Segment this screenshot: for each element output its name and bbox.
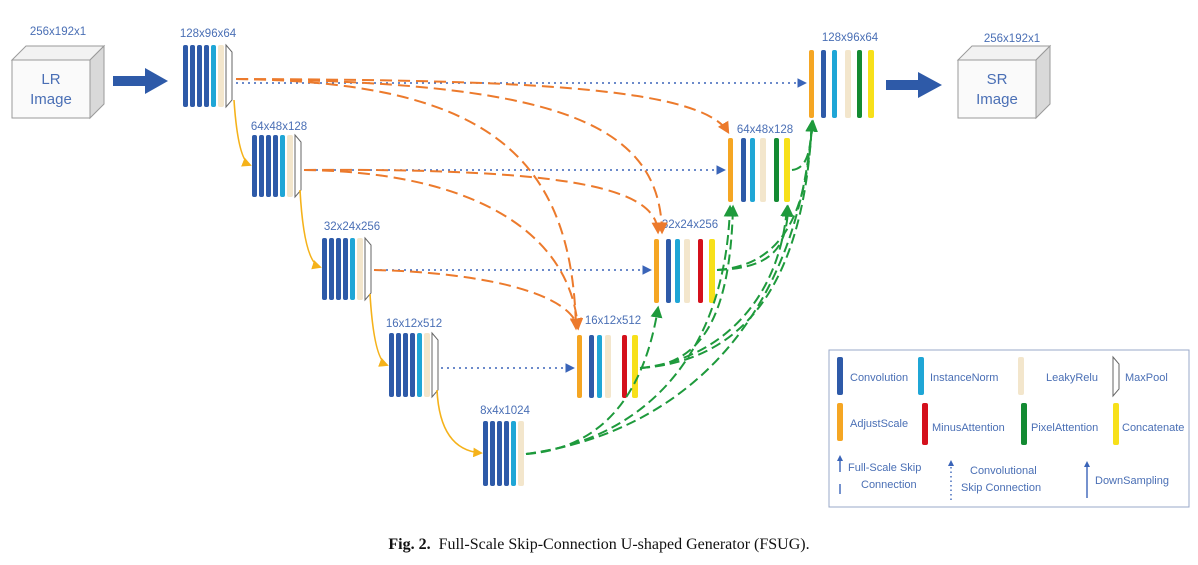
upsampling-connections: [525, 119, 818, 455]
fsug-diagram: LR Image 256x192x1 SR Image 256x192x1 12…: [10, 26, 1190, 508]
legend-minus-attention: MinusAttention: [922, 403, 1005, 445]
encoder-block-3: [322, 236, 372, 302]
sr-image-dims: 256x192x1: [984, 33, 1040, 45]
legend-concatenate: Concatenate: [1113, 403, 1184, 445]
legend-pixel-attention: PixelAttention: [1021, 403, 1098, 445]
legend-downsampling-label: DownSampling: [1095, 475, 1169, 487]
legend-adjust-scale: AdjustScale: [837, 403, 908, 441]
encoder-1-dims: 128x96x64: [180, 28, 237, 40]
legend-conv-skip-label-2: Skip Connection: [961, 482, 1041, 494]
legend-minus-attention-label: MinusAttention: [932, 422, 1005, 434]
legend-full-scale-skip-label-2: Connection: [861, 479, 917, 491]
decoder-3-dims: 32x24x256: [662, 219, 718, 231]
legend-instance-norm-label: InstanceNorm: [930, 372, 998, 384]
legend-downsampling: DownSampling: [1084, 461, 1169, 498]
legend-maxpool-label: MaxPool: [1125, 372, 1168, 384]
legend-convolution: Convolution: [837, 357, 908, 395]
full-scale-skip-connections: [235, 78, 730, 331]
lr-image-box: LR Image: [10, 44, 106, 120]
convolutional-skip-connections: [236, 78, 807, 373]
legend-full-scale-skip-label-1: Full-Scale Skip: [848, 462, 921, 474]
legend-conv-skip-label-1: Convolutional: [970, 465, 1037, 477]
encoder-block-5: [483, 421, 524, 486]
sr-image-label-line1: SR: [987, 71, 1008, 88]
encoder-2-dims: 64x48x128: [251, 121, 307, 133]
legend-leaky-relu-label: LeakyRelu: [1046, 372, 1098, 384]
legend-leaky-relu: LeakyRelu: [1018, 357, 1098, 395]
decoder-block-4: [577, 335, 638, 398]
legend-maxpool: MaxPool: [1112, 355, 1168, 398]
figure-caption: Fig. 2. Full-Scale Skip-Connection U-shap…: [0, 536, 1198, 554]
legend-pixel-attention-label: PixelAttention: [1031, 422, 1098, 434]
encoder-5-dims: 8x4x1024: [480, 405, 530, 417]
decoder-1-dims: 128x96x64: [822, 32, 879, 44]
figure-caption-text: Full-Scale Skip-Connection U-shaped Gene…: [438, 536, 810, 553]
encoder-3-dims: 32x24x256: [324, 221, 380, 233]
sr-image-label-line2: Image: [976, 91, 1018, 108]
sr-image-box: SR Image: [956, 44, 1052, 120]
legend-conv-skip: Convolutional Skip Connection: [948, 460, 1041, 500]
legend-convolution-label: Convolution: [850, 372, 908, 384]
decoder-block-3: [654, 239, 715, 303]
legend-adjust-scale-label: AdjustScale: [850, 418, 908, 430]
encoder-4-dims: 16x12x512: [386, 318, 442, 330]
decoder-2-dims: 64x48x128: [737, 124, 793, 136]
decoder-block-1: [809, 50, 874, 118]
legend-concatenate-label: Concatenate: [1122, 422, 1184, 434]
lr-image-dims: 256x192x1: [30, 26, 86, 38]
output-arrow: [886, 72, 942, 98]
legend-instance-norm: InstanceNorm: [918, 357, 998, 395]
legend: Convolution InstanceNorm LeakyRelu MaxPo…: [828, 349, 1190, 508]
legend-full-scale-skip: Full-Scale Skip Connection: [837, 455, 921, 494]
encoder-block-2: [252, 133, 302, 199]
decoder-4-dims: 16x12x512: [585, 315, 641, 327]
figure-number: Fig. 2.: [388, 536, 431, 553]
decoder-block-2: [728, 138, 790, 202]
downsampling-connections: [233, 99, 483, 458]
lr-image-label-line1: LR: [41, 71, 60, 88]
lr-image-label-line2: Image: [30, 91, 72, 108]
encoder-block-4: [389, 331, 439, 399]
encoder-block-1: [183, 43, 233, 109]
input-arrow: [113, 68, 168, 94]
